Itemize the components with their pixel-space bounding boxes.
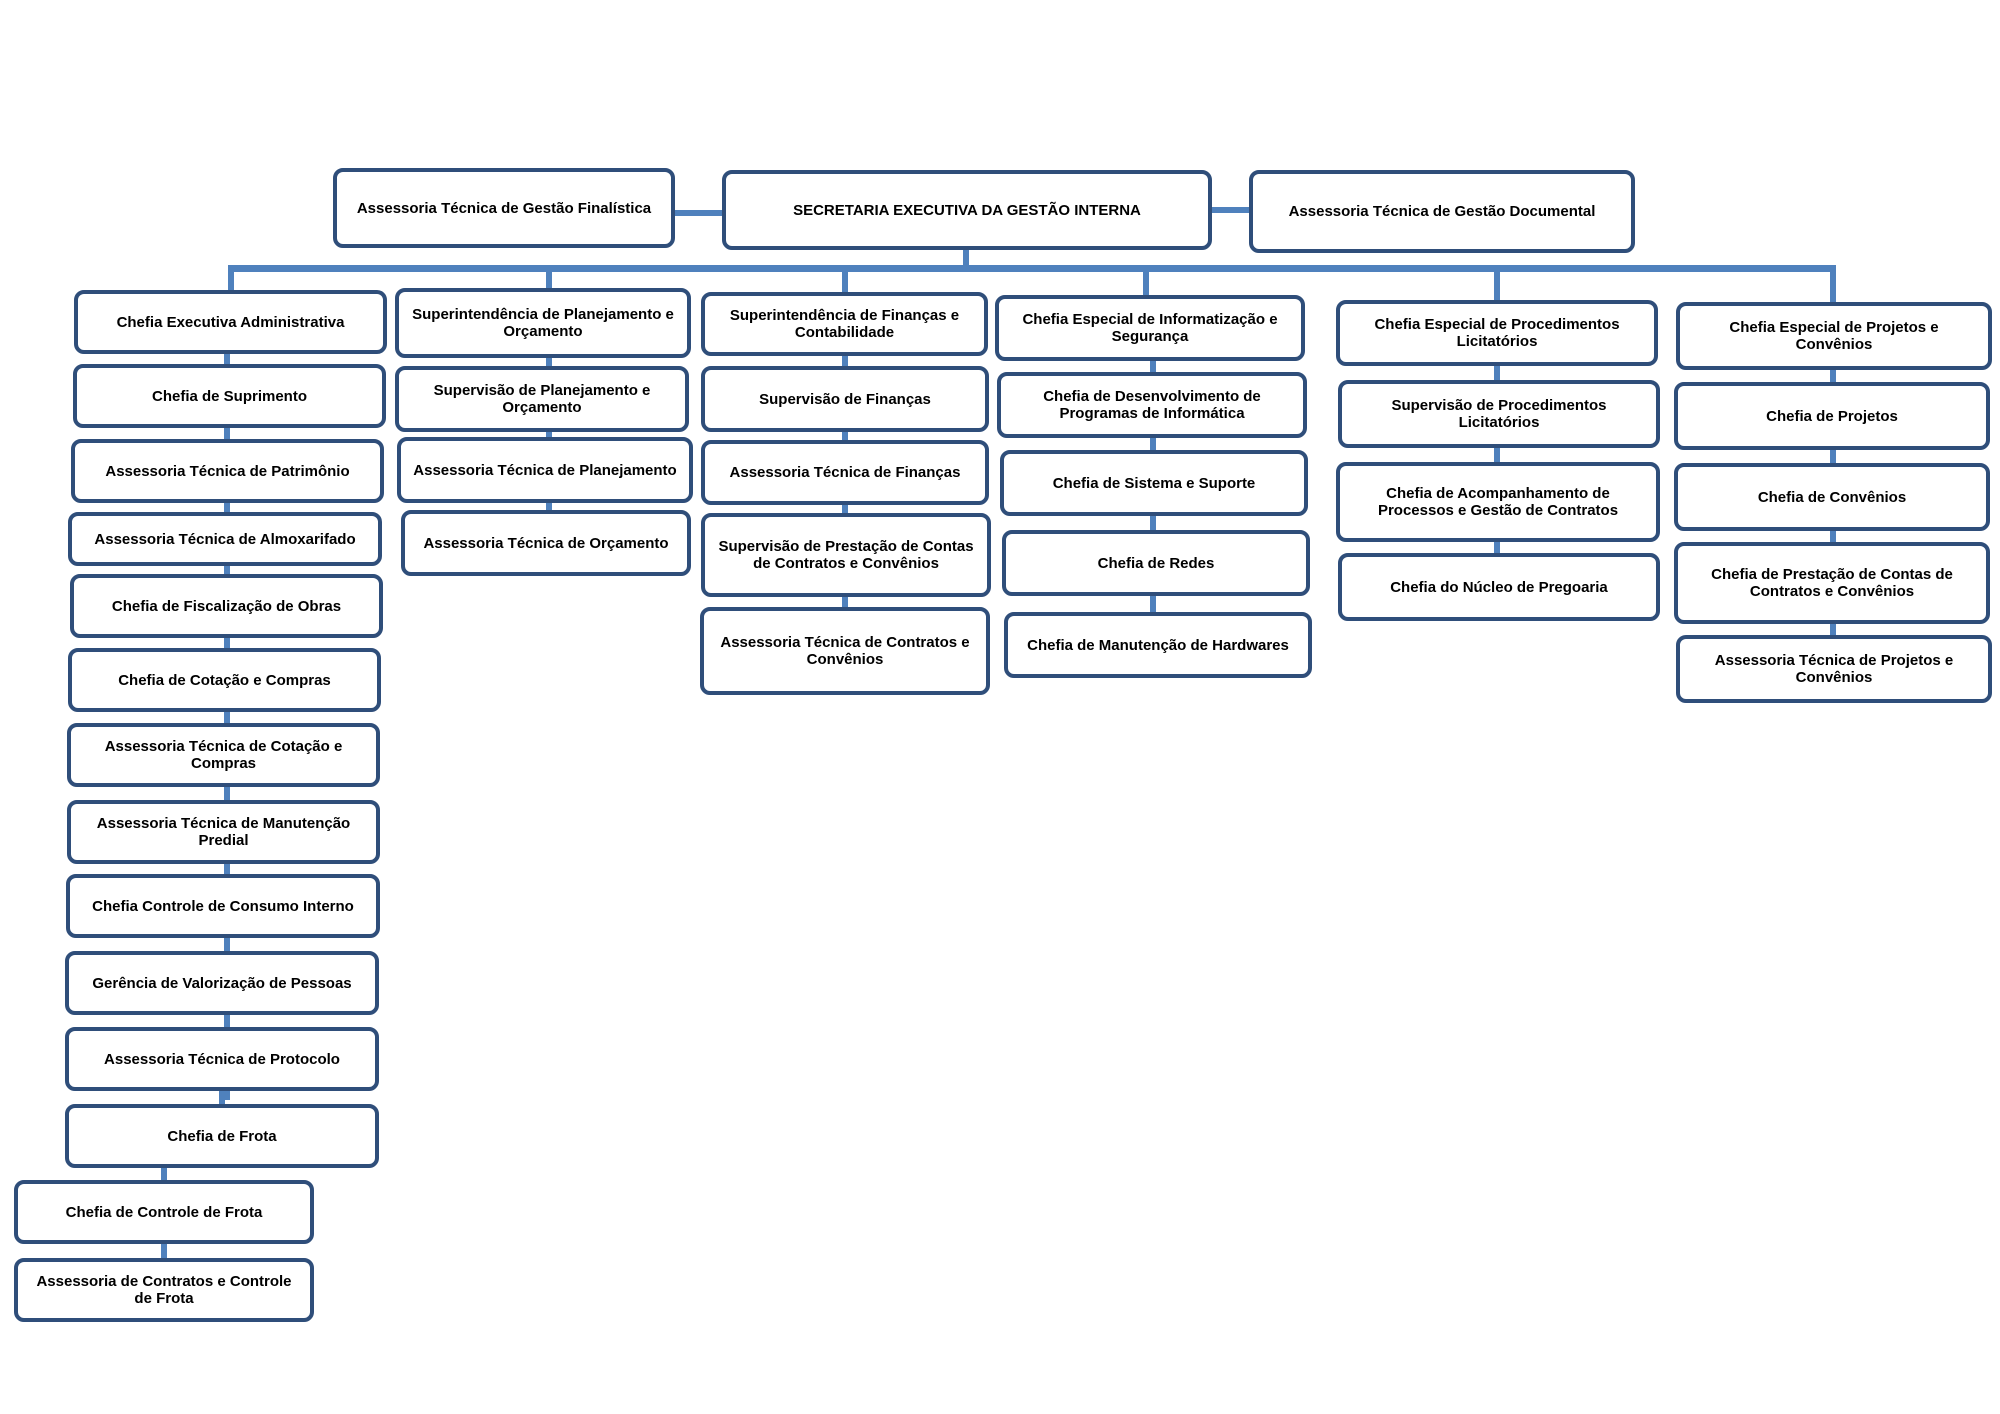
node-col1-item: Chefia de Fiscalização de Obras [70,574,383,638]
node-col3-item: Assessoria Técnica de Contratos e Convên… [700,607,990,695]
node-label: Assessoria Técnica de Gestão Documental [1288,203,1596,220]
node-col3-item: Assessoria Técnica de Finanças [701,440,989,505]
node-label: Supervisão de Prestação de Contas de Con… [718,538,974,572]
node-col2-item: Assessoria Técnica de Planejamento [397,437,693,503]
node-col6-item: Chefia de Prestação de Contas de Contrat… [1674,542,1990,624]
node-col1-item: Chefia de Suprimento [73,364,386,428]
node-label: Assessoria Técnica de Almoxarifado [94,530,356,548]
node-label: Chefia de Desenvolvimento de Programas d… [1043,388,1261,422]
node-col1-item: Chefia de Cotação e Compras [68,648,381,712]
node-col4-item: Chefia de Sistema e Suporte [1000,450,1308,516]
node-label: Chefia de Frota [167,1127,277,1145]
connector-line [1830,268,1836,304]
node-col6-item: Chefia de Convênios [1674,463,1990,531]
connector-line [1210,207,1252,213]
node-col1-item: Chefia Controle de Consumo Interno [66,874,380,938]
node-label: Supervisão de Procedimentos Licitatórios [1391,397,1607,431]
node-col2-item: Supervisão de Planejamento e Orçamento [395,366,689,432]
connector-line [963,248,969,268]
node-label: Assessoria Técnica de Patrimônio [105,462,350,480]
node-label: Assessoria de Contratos e Controle de Fr… [36,1273,292,1307]
node-label: Chefia Especial de Procedimentos Licitat… [1374,316,1620,350]
node-label: Chefia Executiva Administrativa [116,313,345,331]
connector-line [546,268,552,290]
node-label: Assessoria Técnica de Finanças [729,464,961,481]
node-label: Assessoria Técnica de Contratos e Convên… [720,634,970,668]
node-label: Chefia de Convênios [1757,488,1907,506]
node-col3-item: Supervisão de Prestação de Contas de Con… [701,513,991,597]
connector-line [1494,268,1500,302]
node-label: Assessoria Técnica de Cotação e Compras [104,738,343,772]
node-label: Chefia de Prestação de Contas de Contrat… [1711,566,1953,600]
connector-line [1143,268,1149,295]
node-col1-item: Assessoria de Contratos e Controle de Fr… [14,1258,314,1322]
node-top-left-advisory: Assessoria Técnica de Gestão Finalística [333,168,675,248]
node-col1-item: Assessoria Técnica de Patrimônio [71,439,384,503]
node-label: Gerência de Valorização de Pessoas [92,974,352,992]
node-label: Chefia de Suprimento [151,387,308,405]
node-label: Chefia Especial de Projetos e Convênios [1729,319,1939,353]
node-label: Chefia de Manutenção de Hardwares [1027,636,1289,654]
node-col2-head: Superintendência de Planejamento e Orçam… [395,288,691,358]
node-secretaria-executiva: SECRETARIA EXECUTIVA DA GESTÃO INTERNA [722,170,1212,250]
node-label: Assessoria Técnica de Gestão Finalística [356,199,652,217]
node-label: Chefia do Núcleo de Pregoaria [1390,578,1608,596]
node-col1-item: Assessoria Técnica de Almoxarifado [68,512,382,566]
node-col6-item: Chefia de Projetos [1674,382,1990,450]
node-col6-head: Chefia Especial de Projetos e Convênios [1676,302,1992,370]
node-col1-item: Assessoria Técnica de Protocolo [65,1027,379,1091]
node-label: Assessoria Técnica de Protocolo [104,1050,340,1068]
connector-line [842,268,848,292]
node-col3-item: Supervisão de Finanças [701,366,989,432]
connector-line [675,210,725,216]
node-label: Assessoria Técnica de Projetos e Convêni… [1714,652,1954,686]
connector-line [1494,362,1500,559]
node-col1-item: Chefia de Controle de Frota [14,1180,314,1244]
node-col4-head: Chefia Especial de Informatização e Segu… [995,295,1305,361]
node-col5-head: Chefia Especial de Procedimentos Licitat… [1336,300,1658,366]
node-label: Chefia de Controle de Frota [65,1203,263,1221]
node-col4-item: Chefia de Desenvolvimento de Programas d… [997,372,1307,438]
node-label: Chefia de Acompanhamento de Processos e … [1377,485,1619,519]
node-col1-item: Gerência de Valorização de Pessoas [65,951,379,1015]
node-col4-item: Chefia de Redes [1002,530,1310,596]
node-label: Assessoria Técnica de Planejamento [413,461,677,479]
connector-line [546,355,552,515]
node-label: Assessoria Técnica de Orçamento [423,534,669,552]
node-label: Superintendência de Planejamento e Orçam… [412,306,674,340]
node-col5-item: Chefia do Núcleo de Pregoaria [1338,553,1660,621]
node-col1-item: Assessoria Técnica de Manutenção Predial [67,800,380,864]
node-label: SECRETARIA EXECUTIVA DA GESTÃO INTERNA [793,201,1141,219]
node-col1-item: Chefia de Frota [65,1104,379,1168]
node-label: Chefia de Cotação e Compras [118,671,331,689]
node-label: Supervisão de Planejamento e Orçamento [433,382,651,416]
node-label: Supervisão de Finanças [759,390,931,408]
node-col3-head: Superintendência de Finanças e Contabili… [701,292,988,356]
node-col5-item: Supervisão de Procedimentos Licitatórios [1338,380,1660,448]
node-col2-item: Assessoria Técnica de Orçamento [401,510,691,576]
connector-line [228,268,234,290]
node-label: Chefia de Fiscalização de Obras [111,597,342,615]
node-col6-item: Assessoria Técnica de Projetos e Convêni… [1676,635,1992,703]
node-label: Chefia de Redes [1097,554,1215,572]
node-col1-head: Chefia Executiva Administrativa [74,290,387,354]
node-label: Chefia Controle de Consumo Interno [92,897,354,915]
node-label: Chefia de Projetos [1766,407,1898,425]
node-col1-item: Assessoria Técnica de Cotação e Compras [67,723,380,787]
node-label: Chefia de Sistema e Suporte [1052,474,1256,492]
node-top-right-advisory: Assessoria Técnica de Gestão Documental [1249,170,1635,253]
node-col4-item: Chefia de Manutenção de Hardwares [1004,612,1312,678]
node-col5-item: Chefia de Acompanhamento de Processos e … [1336,462,1660,542]
node-label: Assessoria Técnica de Manutenção Predial [96,815,351,849]
node-label: Chefia Especial de Informatização e Segu… [1022,311,1278,345]
connector-line [228,265,1836,272]
node-label: Superintendência de Finanças e Contabili… [729,307,960,341]
